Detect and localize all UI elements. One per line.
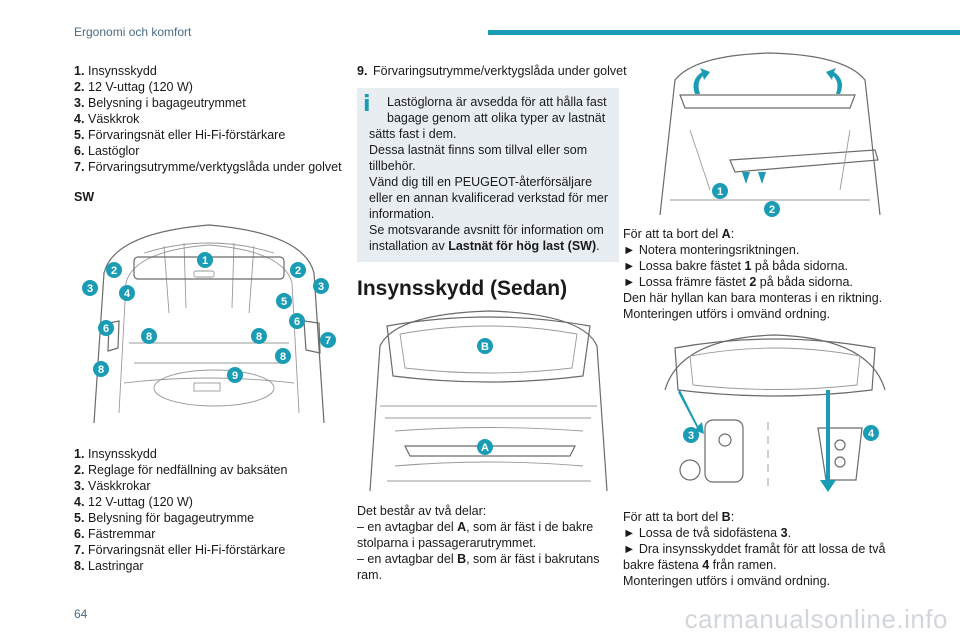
svg-text:2: 2 <box>769 204 775 216</box>
callout-badge: 3 <box>313 278 329 294</box>
callout-badge: 2 <box>106 262 122 278</box>
list-item: 1.Insynsskydd <box>74 447 157 461</box>
list-item: 5.Belysning för bagageutrymme <box>74 511 255 525</box>
svg-text:8: 8 <box>256 331 262 343</box>
part-b-removal-figure: 3 4 <box>650 330 900 500</box>
callout-badge: 4 <box>863 425 879 441</box>
callout-badge: 8 <box>275 348 291 364</box>
svg-text:1: 1 <box>202 255 208 267</box>
list-item: 9.Förvaringsutrymme/verktygslåda under g… <box>357 64 627 78</box>
page-number: 64 <box>74 607 88 621</box>
svg-text:6: 6 <box>294 316 300 328</box>
info-note: i Lastöglorna är avsedda för att hålla f… <box>357 88 619 262</box>
svg-text:A: A <box>481 442 489 454</box>
info-icon: i <box>363 92 371 117</box>
list-item: 2.12 V-uttag (120 W) <box>74 80 193 94</box>
running-header: Ergonomi och komfort <box>74 25 192 39</box>
callout-badge: 8 <box>93 361 109 377</box>
callout-badge: 5 <box>276 293 292 309</box>
svg-text:9: 9 <box>232 370 238 382</box>
svg-text:2: 2 <box>295 265 301 277</box>
svg-text:4: 4 <box>868 428 875 440</box>
list-item: 6.Fästremmar <box>74 527 156 541</box>
callout-badge: 3 <box>683 427 699 443</box>
svg-text:4: 4 <box>124 288 131 300</box>
callout-badge: 3 <box>82 280 98 296</box>
list-item: 4.Väskkrok <box>74 112 140 126</box>
svg-text:1: 1 <box>717 186 723 198</box>
callout-badge: 2 <box>764 201 780 217</box>
list-item: 3.Belysning i bagageutrymmet <box>74 96 246 110</box>
part-a-callouts: 1 2 <box>712 183 780 217</box>
list-item: 3.Väskkrokar <box>74 479 151 493</box>
callout-badge: B <box>477 338 493 354</box>
svg-text:6: 6 <box>103 323 109 335</box>
part-b-illustration <box>664 334 886 492</box>
svg-text:B: B <box>481 341 489 353</box>
sedan-description: Det består av två delar: – en avtagbar d… <box>357 504 600 582</box>
part-a-removal-figure: 1 2 <box>650 50 890 220</box>
legend-list-continued: 9.Förvaringsutrymme/verktygslåda under g… <box>357 63 627 79</box>
callout-badge: 8 <box>251 328 267 344</box>
sedan-shelf-figure: B A <box>365 306 612 496</box>
sedan-shelf-illustration <box>369 310 608 492</box>
svg-text:3: 3 <box>688 430 694 442</box>
header-accent-bar <box>488 30 960 35</box>
svg-text:8: 8 <box>146 331 152 343</box>
watermark: carmanualsonline.info <box>684 604 948 634</box>
callout-badge: 6 <box>289 313 305 329</box>
list-item: 1.Insynsskydd <box>74 64 157 78</box>
svg-text:3: 3 <box>318 281 324 293</box>
callout-badge: 2 <box>290 262 306 278</box>
part-b-instructions: För att ta bort del B: ► Lossa de två si… <box>623 510 886 588</box>
sedan-figure-callouts: B A <box>477 338 493 455</box>
svg-text:8: 8 <box>280 351 286 363</box>
list-item: 7.Förvaringsutrymme/verktygslåda under g… <box>74 160 342 174</box>
svg-text:5: 5 <box>281 296 287 308</box>
svg-text:7: 7 <box>325 335 331 347</box>
sw-figure-callouts: 1 2 2 3 3 4 5 6 6 7 8 8 8 8 9 <box>82 252 336 383</box>
callout-badge: 7 <box>320 332 336 348</box>
section-heading: Insynsskydd (Sedan) <box>357 277 568 300</box>
section-label-sw: SW <box>74 190 95 204</box>
callout-badge: 1 <box>197 252 213 268</box>
callout-badge: 4 <box>119 285 135 301</box>
svg-text:8: 8 <box>98 364 104 376</box>
list-item: 6.Lastöglor <box>74 144 140 158</box>
callout-badge: 1 <box>712 183 728 199</box>
svg-text:3: 3 <box>87 283 93 295</box>
list-item: 8.Lastringar <box>74 559 144 573</box>
callout-badge: A <box>477 439 493 455</box>
sw-trunk-figure: 1 2 2 3 3 4 5 6 6 7 8 8 8 8 9 <box>74 213 344 433</box>
list-item: 4.12 V-uttag (120 W) <box>74 495 193 509</box>
legend-list-sedan: 1.Insynsskydd 2.12 V-uttag (120 W) 3.Bel… <box>74 63 342 175</box>
list-item: 2.Reglage för nedfällning av baksäten <box>74 463 288 477</box>
callout-badge: 9 <box>227 367 243 383</box>
part-a-illustration <box>659 52 881 216</box>
list-item: 5.Förvaringsnät eller Hi-Fi-förstärkare <box>74 128 286 142</box>
legend-list-sw: 1.Insynsskydd 2.Reglage för nedfällning … <box>74 446 287 574</box>
list-item: 7.Förvaringsnät eller Hi-Fi-förstärkare <box>74 543 286 557</box>
part-b-callouts: 3 4 <box>683 425 879 443</box>
part-a-instructions: För att ta bort del A: ► Notera monterin… <box>623 227 883 321</box>
svg-text:2: 2 <box>111 265 117 277</box>
callout-badge: 6 <box>98 320 114 336</box>
callout-badge: 8 <box>141 328 157 344</box>
